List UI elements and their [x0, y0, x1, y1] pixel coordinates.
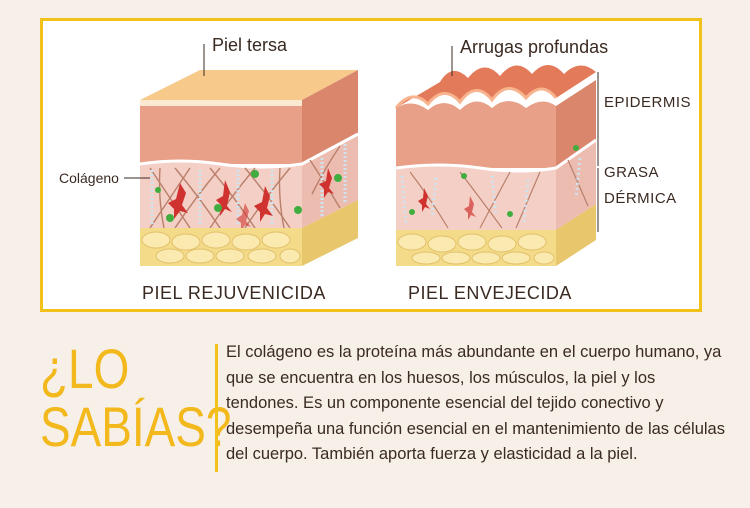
collagen-fibers-dense	[149, 145, 341, 229]
rejuvenated-dermis	[140, 161, 302, 228]
leader-lines	[124, 44, 599, 232]
label-collagen: Colágeno	[59, 170, 119, 186]
aged-dermis	[396, 165, 556, 230]
smooth-epidermis-front	[140, 106, 302, 164]
body-text: El colágeno es la proteína más abundante…	[226, 343, 725, 464]
aged-skin-block	[394, 65, 597, 266]
headline: ¿LO SABÍAS?	[40, 337, 232, 458]
headline-line-2: SABÍAS?	[40, 395, 232, 458]
label-deep-wrinkles: Arrugas profundas	[460, 37, 609, 57]
label-epidermis: EPIDERMIS	[604, 94, 692, 111]
label-fat: GRASA	[604, 164, 660, 181]
caption-rejuvenated: PIEL REJUVENICIDA	[142, 283, 326, 303]
rejuvenated-skin-block	[139, 70, 359, 266]
collagen-cells	[168, 168, 334, 231]
label-smooth-skin: Piel tersa	[212, 35, 288, 55]
wrinkled-epidermis-front	[396, 101, 556, 168]
skin-diagram	[124, 44, 599, 266]
smooth-epidermis-top	[140, 70, 358, 100]
caption-aged: PIEL ENVEJECIDA	[408, 283, 572, 303]
divider	[215, 344, 218, 472]
wrinkled-epidermis-top	[396, 65, 596, 108]
label-dermal: DÉRMICA	[604, 190, 677, 207]
headline-line-1: ¿LO	[40, 337, 130, 400]
